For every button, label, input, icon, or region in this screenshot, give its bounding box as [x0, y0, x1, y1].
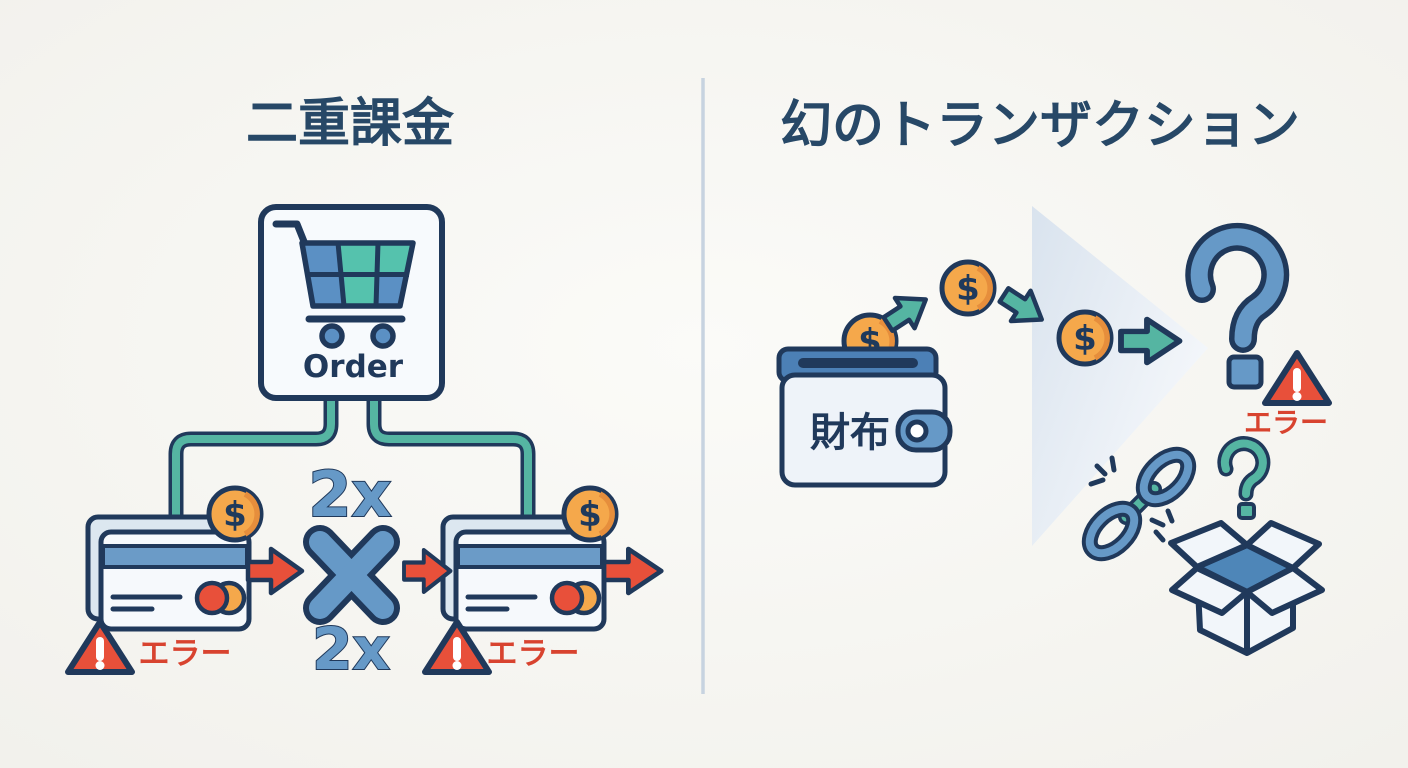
- order-label: Order: [303, 349, 404, 385]
- wallet-icon: 財布: [776, 315, 953, 488]
- error-label-phantom: エラー: [1244, 406, 1328, 439]
- multiplier-top-label: 2x: [308, 458, 391, 531]
- multiplier-bottom-label: 2x: [312, 615, 390, 683]
- empty-box-icon: [1168, 520, 1325, 656]
- break-spark-marks: [1088, 455, 1175, 543]
- error-label-right: エラー: [487, 636, 580, 672]
- order-box: Order: [258, 204, 445, 401]
- fade-arrow-background: [1032, 206, 1208, 546]
- wallet-label: 財布: [810, 410, 890, 456]
- left-panel-title: 二重課金: [246, 94, 455, 154]
- shopping-cart-icon: [272, 220, 416, 349]
- cancel-x-icon: [303, 525, 400, 625]
- right-panel-title: 幻のトランザクション: [780, 96, 1300, 156]
- left-panel: 二重課金 Order: [68, 94, 661, 684]
- error-label-left: エラー: [139, 636, 232, 672]
- question-mark-icon: [1185, 222, 1290, 390]
- coin-on-left-card: [209, 488, 261, 540]
- right-panel: 幻のトランザクション 財布 エラー: [776, 96, 1329, 656]
- coin-flow-3: [1059, 312, 1111, 364]
- small-question-mark-icon: [1217, 436, 1271, 520]
- broken-chain-icon: [1081, 446, 1197, 562]
- order-branch-connectors: [168, 396, 536, 524]
- wallet-slot: [798, 358, 918, 368]
- coin-flow-2: [942, 262, 994, 314]
- coin-on-right-card: [564, 488, 616, 540]
